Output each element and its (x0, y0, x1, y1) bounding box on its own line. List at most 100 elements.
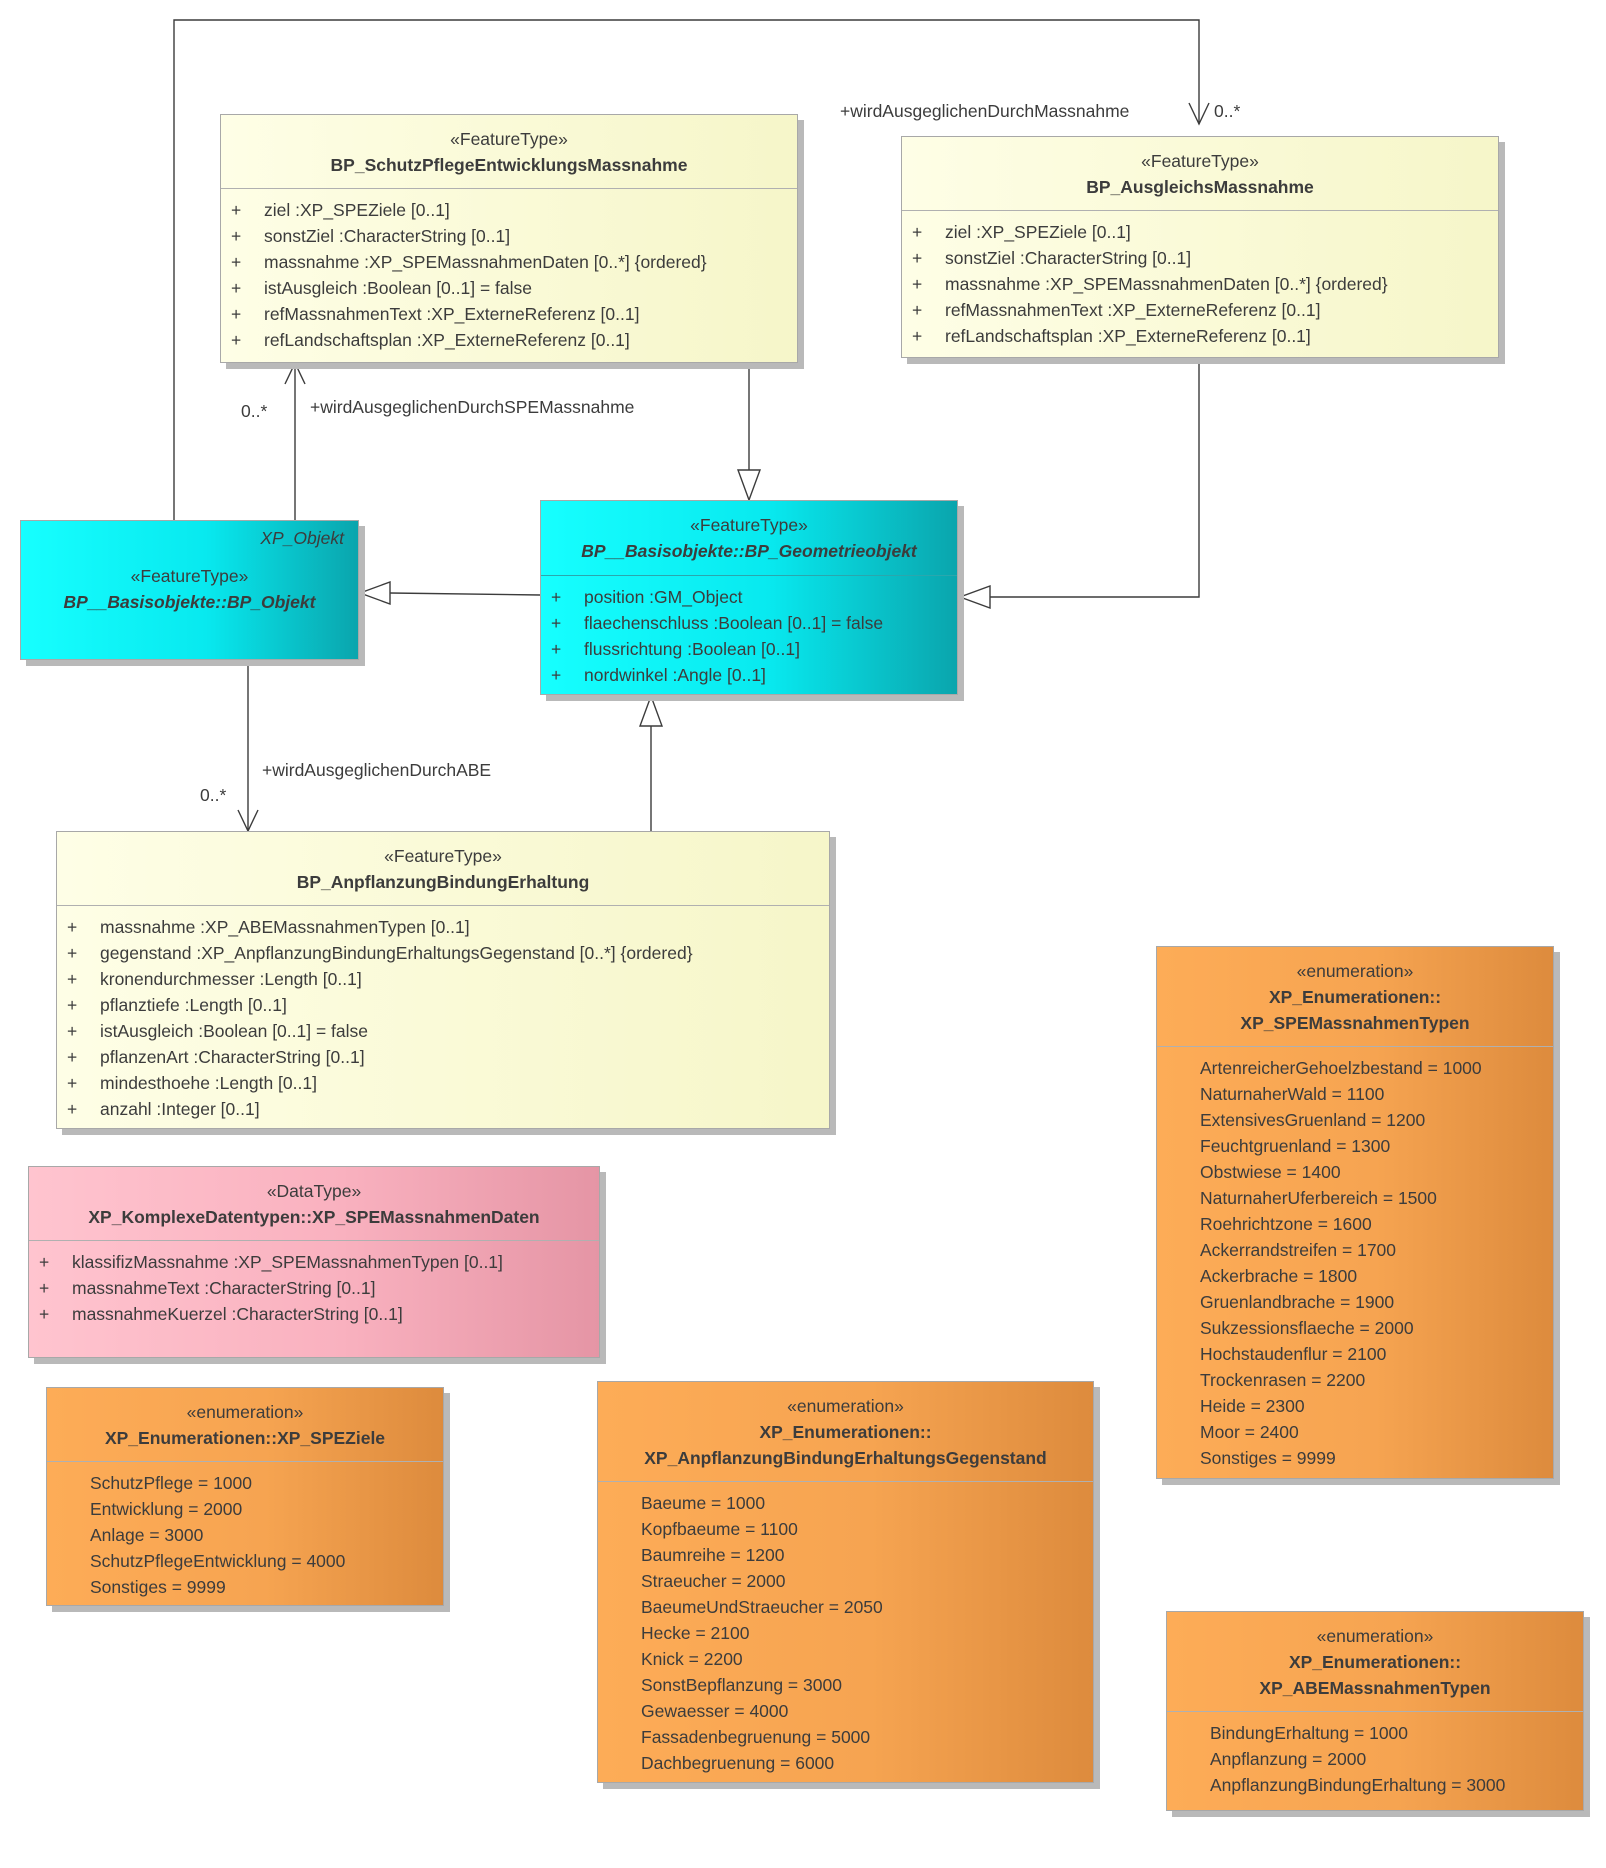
attribute-text: nordwinkel :Angle [0..1] (584, 665, 766, 685)
enum-literal-row: Fassadenbegruenung = 5000 (598, 1724, 1093, 1750)
enum-literal-text: Sonstiges = 9999 (90, 1577, 226, 1597)
class-header: «DataType» XP_KomplexeDatentypen::XP_SPE… (29, 1167, 599, 1241)
stereotype-label: «FeatureType» (450, 129, 568, 149)
class-header: «enumeration» XP_Enumerationen:: XP_Anpf… (598, 1382, 1093, 1482)
attribute-text: istAusgleich :Boolean [0..1] = false (100, 1021, 369, 1041)
enum-literal-text: Dachbegruenung = 6000 (641, 1753, 835, 1773)
stereotype-label: «FeatureType» (384, 846, 502, 866)
open-arrowhead-spe (284, 361, 306, 385)
enum-literal-row: Straeucher = 2000 (598, 1568, 1093, 1594)
attribute-text: kronendurchmesser :Length [0..1] (100, 969, 362, 989)
visibility-marker: + (231, 252, 242, 272)
attribute-row: +flaechenschluss :Boolean [0..1] = false (541, 610, 957, 636)
visibility-marker: + (231, 278, 242, 298)
class-box-anpflanzung[interactable]: «FeatureType» BP_AnpflanzungBindungErhal… (56, 831, 830, 1129)
enum-literal-text: Obstwiese = 1400 (1200, 1162, 1341, 1182)
visibility-marker: + (912, 222, 923, 242)
attribute-row: +refMassnahmenText :XP_ExterneReferenz [… (902, 297, 1498, 323)
attribute-text: refMassnahmenText :XP_ExterneReferenz [0… (264, 304, 640, 324)
attribute-text: pflanzenArt :CharacterString [0..1] (100, 1047, 365, 1067)
visibility-marker: + (67, 1047, 78, 1067)
enum-literal-text: Gewaesser = 4000 (641, 1701, 789, 1721)
stereotype-label: «enumeration» (186, 1402, 304, 1422)
enum-literal-text: Feuchtgruenland = 1300 (1200, 1136, 1391, 1156)
visibility-marker: + (912, 300, 923, 320)
attribute-row: +pflanztiefe :Length [0..1] (57, 992, 829, 1018)
class-name: BP_AnpflanzungBindungErhaltung (296, 872, 590, 892)
enum-literal-row: Dachbegruenung = 6000 (598, 1750, 1093, 1776)
attribute-text: flussrichtung :Boolean [0..1] (584, 639, 800, 659)
class-box-bp-objekt[interactable]: XP_Objekt «FeatureType» BP__Basisobjekte… (20, 520, 359, 660)
visibility-marker: + (39, 1304, 50, 1324)
enum-literal-text: Baumreihe = 1200 (641, 1545, 785, 1565)
enum-literal-row: Hochstaudenflur = 2100 (1157, 1341, 1553, 1367)
enum-literal-row: ArtenreicherGehoelzbestand = 1000 (1157, 1055, 1553, 1081)
generalization-triangle-spe (736, 469, 762, 503)
visibility-marker: + (551, 665, 562, 685)
attribute-text: klassifizMassnahme :XP_SPEMassnahmenType… (72, 1252, 503, 1272)
attribute-text: flaechenschluss :Boolean [0..1] = false (584, 613, 884, 633)
stereotype-label: «FeatureType» (690, 515, 808, 535)
enum-literal-row: Entwicklung = 2000 (47, 1496, 443, 1522)
visibility-marker: + (912, 326, 923, 346)
role-label-ausgleich: +wirdAusgeglichenDurchMassnahme (840, 101, 1130, 121)
visibility-marker: + (39, 1278, 50, 1298)
visibility-marker: + (231, 304, 242, 324)
enum-literal-text: BaeumeUndStraeucher = 2050 (641, 1597, 883, 1617)
class-header: «FeatureType» BP_AnpflanzungBindungErhal… (57, 832, 829, 906)
enum-literal-text: NaturnaherWald = 1100 (1200, 1084, 1385, 1104)
generalization-line-ausgleich (990, 358, 1200, 598)
enum-box-abemassnahmentypen[interactable]: «enumeration» XP_Enumerationen:: XP_ABEM… (1166, 1611, 1584, 1811)
visibility-marker: + (67, 1021, 78, 1041)
enum-box-gegenstand[interactable]: «enumeration» XP_Enumerationen:: XP_Anpf… (597, 1381, 1094, 1783)
class-name: BP_AusgleichsMassnahme (1086, 177, 1314, 197)
enum-literal-text: Baeume = 1000 (641, 1493, 766, 1513)
enum-literal-row: Hecke = 2100 (598, 1620, 1093, 1646)
stereotype-label: «DataType» (266, 1181, 362, 1201)
class-header: «FeatureType» BP_AusgleichsMassnahme (902, 137, 1498, 211)
multiplicity-label-ausgleich: 0..* (1214, 101, 1241, 121)
class-name-line2: XP_ABEMassnahmenTypen (1259, 1678, 1491, 1698)
attribute-row: + istAusgleich :Boolean [0..1] = false (57, 1018, 829, 1044)
enum-literal-row: Obstwiese = 1400 (1157, 1159, 1553, 1185)
class-header: «enumeration» XP_Enumerationen:: XP_ABEM… (1167, 1612, 1583, 1712)
attribute-list: +ziel :XP_SPEZiele [0..1]+sonstZiel :Cha… (221, 189, 797, 353)
attribute-row: +massnahme :XP_SPEMassnahmenDaten [0..*]… (221, 249, 797, 275)
class-box-schutzpflege[interactable]: «FeatureType» BP_SchutzPflegeEntwicklung… (220, 114, 798, 363)
attribute-text: mindesthoehe :Length [0..1] (100, 1073, 317, 1093)
attribute-row: + refMassnahmenText :XP_ExterneReferenz [… (221, 301, 797, 327)
attribute-list: + klassifizMassnahme :XP_SPEMassnahmenTyp… (29, 1241, 599, 1327)
enum-literal-text: Roehrichtzone = 1600 (1200, 1214, 1372, 1234)
class-name-line2: XP_SPEMassnahmenTypen (1240, 1013, 1470, 1033)
parent-class-label: XP_Objekt (260, 528, 344, 548)
attribute-row: +refLandschaftsplan :XP_ExterneReferenz … (902, 323, 1498, 349)
generalization-triangle-anpflanzung (638, 693, 664, 727)
enum-literal-text: AnpflanzungBindungErhaltung = 3000 (1210, 1775, 1506, 1795)
enum-literal-text: ExtensivesGruenland = 1200 (1200, 1110, 1426, 1130)
enum-box-speziele[interactable]: «enumeration» XP_Enumerationen::XP_SPEZi… (46, 1387, 444, 1606)
attribute-text: ziel :XP_SPEZiele [0..1] (264, 200, 450, 220)
class-box-geometrieobjekt[interactable]: «FeatureType» BP__Basisobjekte::BP_Geome… (540, 500, 958, 695)
attribute-row: +kronendurchmesser :Length [0..1] (57, 966, 829, 992)
enum-literal-row: Knick = 2200 (598, 1646, 1093, 1672)
enum-literal-text: Hochstaudenflur = 2100 (1200, 1344, 1387, 1364)
enum-literal-text: NaturnaherUferbereich = 1500 (1200, 1188, 1437, 1208)
visibility-marker: + (67, 917, 78, 937)
enum-literal-text: Straeucher = 2000 (641, 1571, 786, 1591)
class-name: XP_KomplexeDatentypen::XP_SPEMassnahmenD… (88, 1207, 540, 1227)
class-box-ausgleichsmassnahme[interactable]: «FeatureType» BP_AusgleichsMassnahme + zi… (901, 136, 1499, 358)
class-header: «enumeration» XP_Enumerationen::XP_SPEZi… (47, 1388, 443, 1462)
visibility-marker: + (67, 1073, 78, 1093)
enum-literal-text: Ackerbrache = 1800 (1200, 1266, 1358, 1286)
enum-box-spemassnahmentypen[interactable]: «enumeration» XP_Enumerationen:: XP_SPEM… (1156, 946, 1554, 1479)
class-name: BP_SchutzPflegeEntwicklungsMassnahme (330, 155, 688, 175)
attribute-text: sonstZiel :CharacterString [0..1] (945, 248, 1192, 268)
attribute-list: +position :GM_Object+flaechenschluss :Bo… (541, 576, 957, 688)
enum-literal-row: SchutzPflegeEntwicklung = 4000 (47, 1548, 443, 1574)
class-box-spemassnahmendaten[interactable]: «DataType» XP_KomplexeDatentypen::XP_SPE… (28, 1166, 600, 1358)
enum-literal-text: Sukzessionsflaeche = 2000 (1200, 1318, 1414, 1338)
generalization-triangle-geometrie (357, 580, 391, 606)
attribute-row: +istAusgleich :Boolean [0..1] = false (221, 275, 797, 301)
attribute-text: ziel :XP_SPEZiele [0..1] (945, 222, 1131, 242)
